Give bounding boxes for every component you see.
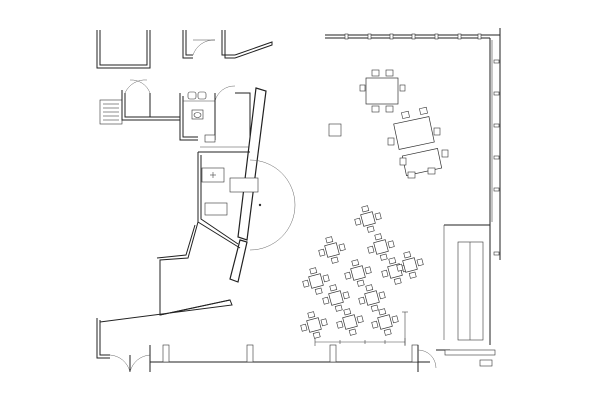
four-top-table bbox=[359, 69, 406, 113]
cafe-table bbox=[358, 284, 386, 312]
table-pair-lower bbox=[399, 148, 449, 179]
cafe-table bbox=[336, 308, 364, 336]
cafe-tables bbox=[300, 205, 424, 339]
window-mullions bbox=[344, 33, 500, 256]
dimension-line bbox=[314, 311, 408, 346]
restroom-cluster bbox=[179, 85, 251, 148]
table-pair-upper bbox=[387, 106, 441, 150]
booth-bench bbox=[443, 224, 491, 345]
cafe-table bbox=[322, 284, 350, 312]
cafe-table bbox=[396, 251, 424, 279]
cafe-table bbox=[367, 233, 395, 261]
cafe-table bbox=[344, 259, 372, 287]
cafe-table bbox=[354, 205, 382, 233]
stair-area bbox=[99, 79, 180, 125]
upper-left-rooms bbox=[96, 30, 273, 69]
cafe-table bbox=[300, 311, 328, 339]
cafe-table bbox=[371, 308, 399, 336]
cafe-table bbox=[318, 236, 346, 264]
cafe-table bbox=[302, 267, 330, 295]
host-stand bbox=[328, 123, 342, 137]
bottom-facade bbox=[150, 344, 496, 372]
circular-feature bbox=[249, 159, 296, 251]
upper-tables bbox=[328, 69, 449, 179]
right-facade bbox=[325, 28, 501, 260]
left-lower-walls bbox=[96, 221, 233, 373]
